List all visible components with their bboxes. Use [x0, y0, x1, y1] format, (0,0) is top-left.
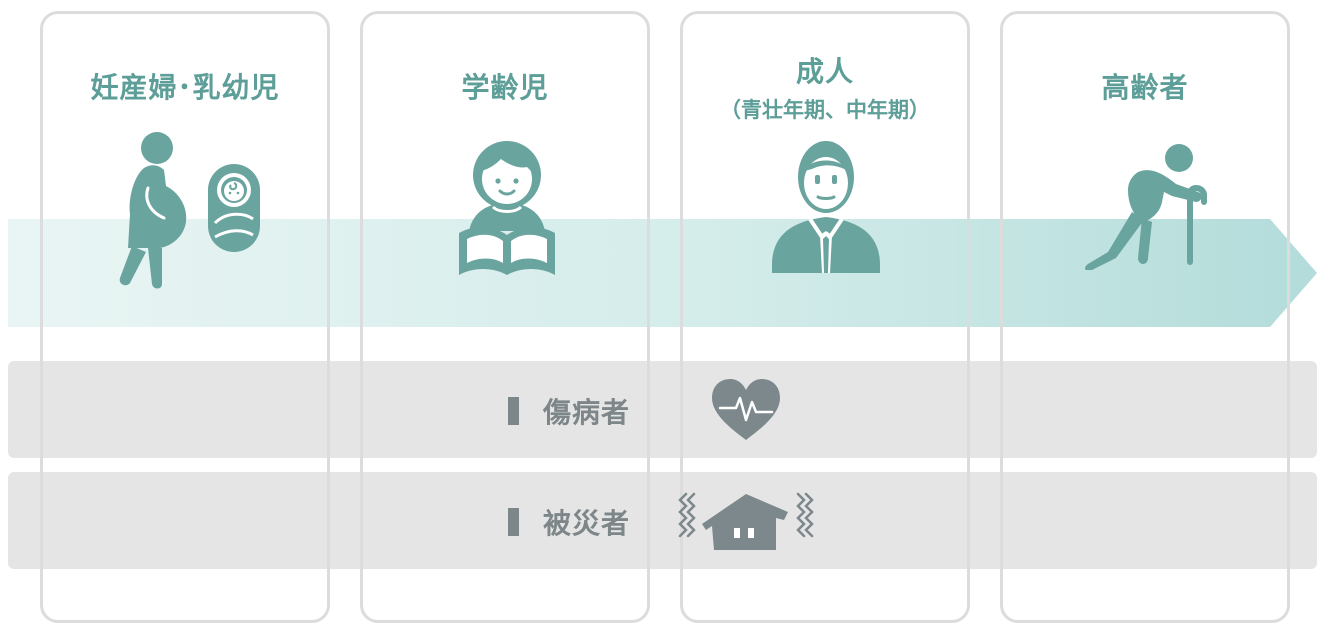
stage-title: 高齢者 — [1101, 71, 1189, 104]
stage-title-block: 成人 （青壮年期、中年期） — [683, 50, 967, 124]
student-reading-icon — [459, 141, 555, 275]
stage-card-elderly: 高齢者 — [1000, 11, 1290, 623]
baby-icon — [208, 164, 260, 252]
stage-card-pregnant-infant: 妊産婦･乳幼児 — [40, 11, 330, 623]
group-label-disaster-victims: 被災者 — [508, 504, 630, 540]
shaking-house-icon — [678, 492, 814, 550]
group-label-injured: 傷病者 — [508, 393, 630, 429]
group-label-text: 傷病者 — [543, 396, 631, 429]
elderly-person-icon — [1085, 144, 1207, 270]
adult-man-icon — [772, 141, 880, 273]
group-label-text: 被災者 — [543, 507, 631, 540]
label-marker — [508, 508, 519, 536]
heart-pulse-icon — [712, 379, 780, 440]
stage-title: 成人 — [795, 55, 854, 88]
stage-subtitle: （青壮年期、中年期） — [720, 98, 930, 122]
pregnant-woman-icon — [119, 132, 187, 289]
timeline-arrow — [8, 219, 1317, 327]
injured-band — [8, 361, 1317, 458]
stage-title: 学齢児 — [461, 71, 549, 104]
stage-title: 妊産婦･乳幼児 — [90, 71, 280, 104]
label-marker — [508, 397, 519, 425]
disaster-victim-band — [8, 472, 1317, 569]
